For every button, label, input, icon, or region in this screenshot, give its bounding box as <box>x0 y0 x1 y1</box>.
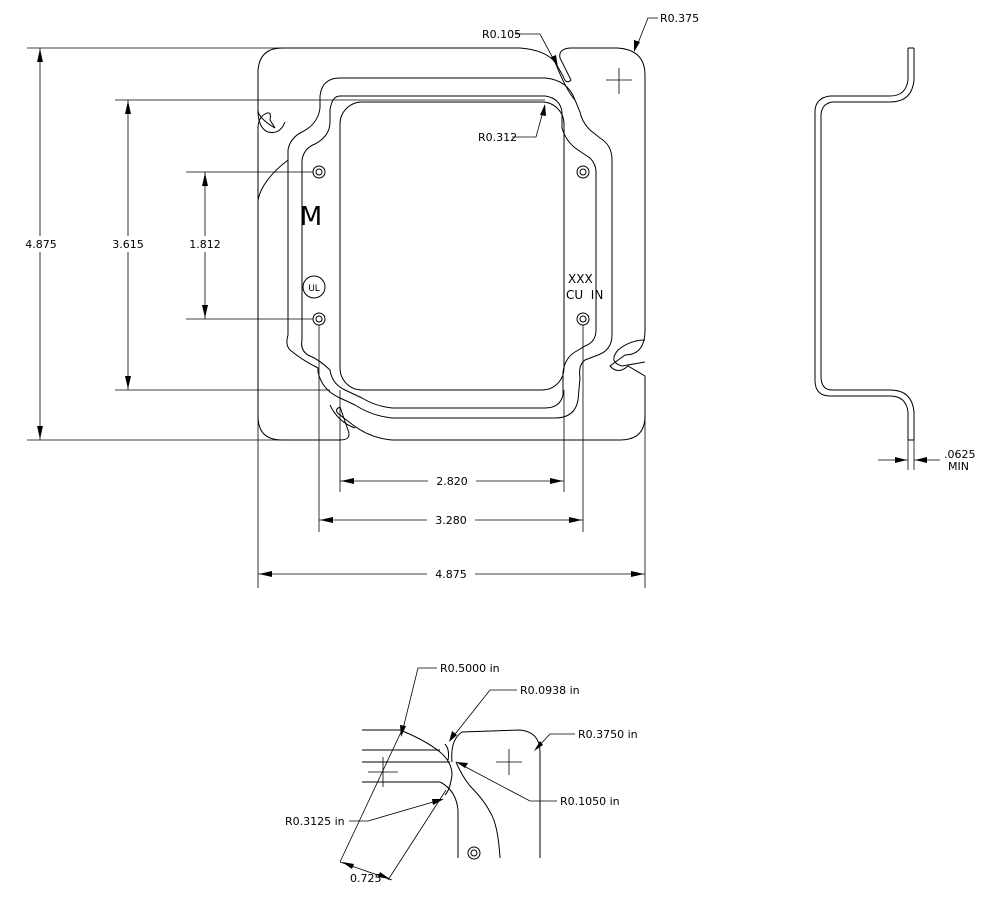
detail-mounting-hole <box>467 846 481 860</box>
overall-height-dimension: 4.875 <box>25 238 57 251</box>
detail-crosshair-right <box>496 749 522 775</box>
ring-inner <box>301 95 597 409</box>
left-diagonal <box>257 159 289 201</box>
ul-certification-mark: UL <box>302 275 326 299</box>
ring-outer <box>286 77 613 419</box>
thickness-note: MIN <box>948 460 969 473</box>
detail-ring <box>439 781 459 858</box>
hole-spacing-vertical-dimension: 1.812 <box>189 238 221 251</box>
opening-radius-label: R0.312 <box>478 131 517 144</box>
crosshair-mark <box>606 68 632 94</box>
detail-radius-large-label: R0.5000 in <box>440 662 500 675</box>
detail-view: R0.5000 in R0.0938 in R0.3750 in R0.1050… <box>285 662 638 885</box>
detail-radius-corner-label: R0.3750 in <box>578 728 638 741</box>
volume-marking-line-1: XXX <box>568 272 593 286</box>
detail-radius-inner-label: R0.3125 in <box>285 815 345 828</box>
detail-radius-notch-label: R0.0938 in <box>520 684 580 697</box>
side-view: .0625 MIN <box>814 47 976 473</box>
overall-width-dimension: 4.875 <box>435 568 467 581</box>
mounting-hole <box>312 312 326 326</box>
opening-height-dimension: 3.615 <box>112 238 144 251</box>
mounting-hole <box>312 165 326 179</box>
detail-outline-left <box>362 729 453 796</box>
detail-notch <box>451 729 541 858</box>
corner-radius-label: R0.375 <box>660 12 699 25</box>
manufacturer-logo: M <box>300 202 322 232</box>
top-left-notch <box>257 109 286 133</box>
side-profile-inner <box>820 48 915 440</box>
hole-spacing-horizontal-dimension: 3.280 <box>435 514 467 527</box>
right-notch <box>613 339 646 367</box>
notch-edge-top <box>554 61 576 101</box>
ul-mark-text: UL <box>308 284 320 294</box>
plate-outline <box>257 47 646 441</box>
front-view: M UL XXX CU IN <box>257 47 646 441</box>
mounting-hole <box>576 165 590 179</box>
mounting-hole <box>576 312 590 326</box>
detail-notch-inner <box>455 761 501 859</box>
volume-marking-line-2: CU IN <box>566 288 603 302</box>
opening-width-dimension: 2.820 <box>436 475 468 488</box>
center-opening <box>339 101 565 391</box>
detail-offset-dimension: 0.725 <box>350 872 382 885</box>
front-dimensions: 4.875 3.615 1.812 2.820 3.280 <box>22 12 699 588</box>
side-profile-outer <box>814 48 909 440</box>
detail-crosshair-left <box>368 757 398 787</box>
notch-radius-label: R0.105 <box>482 28 521 41</box>
detail-radius-notch-edge-label: R0.1050 in <box>560 795 620 808</box>
thickness-dimension: .0625 <box>944 448 976 461</box>
